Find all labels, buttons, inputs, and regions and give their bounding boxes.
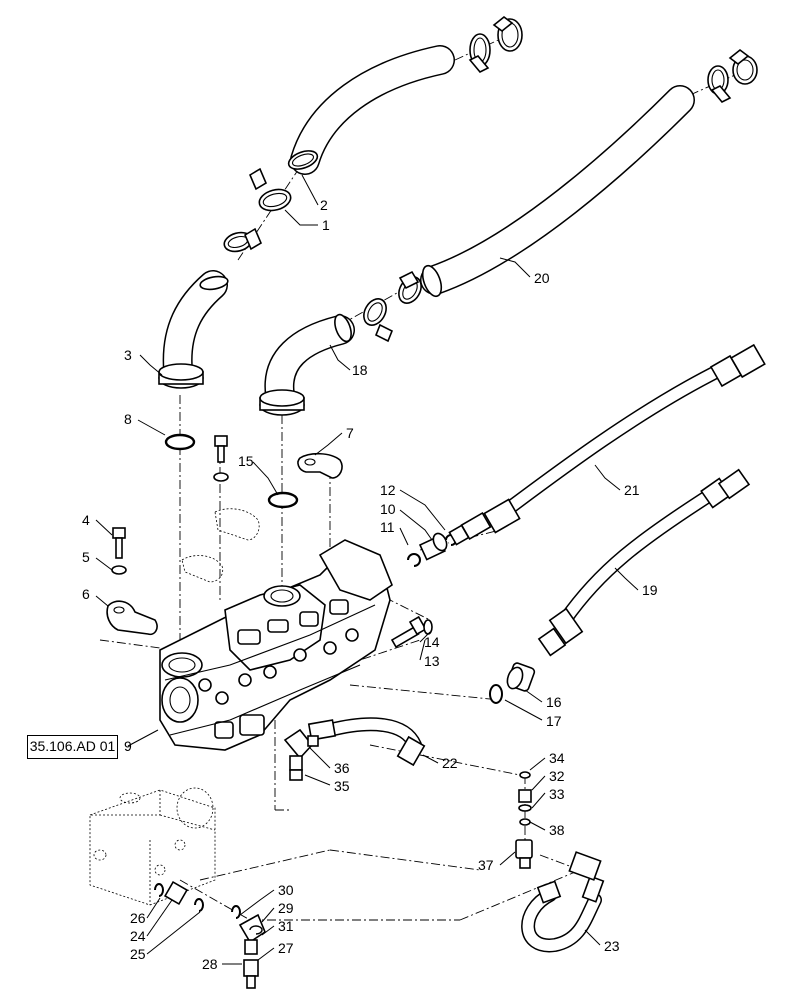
callout-24[interactable]: 24 (130, 928, 146, 944)
elbow-tube-part-18[interactable] (259, 312, 355, 416)
callout-21[interactable]: 21 (624, 482, 640, 498)
callout-16[interactable]: 16 (546, 694, 562, 710)
callout-22[interactable]: 22 (442, 755, 458, 771)
valve-block (89, 787, 216, 906)
callout-2[interactable]: 2 (320, 197, 328, 213)
callouts: 2 1 3 8 4 5 6 7 15 18 12 10 11 14 13 16 … (82, 197, 658, 972)
callout-3[interactable]: 3 (124, 347, 132, 363)
bolt-part-13[interactable] (390, 615, 433, 649)
fittings-27-31[interactable] (231, 905, 266, 989)
callout-7[interactable]: 7 (346, 425, 354, 441)
callout-28[interactable]: 28 (202, 956, 218, 972)
bolt-upper[interactable] (213, 435, 229, 482)
washer-part-5 (111, 565, 127, 575)
callout-32[interactable]: 32 (549, 768, 565, 784)
callout-26[interactable]: 26 (130, 910, 146, 926)
callout-6[interactable]: 6 (82, 586, 90, 602)
hose-clamps[interactable] (222, 15, 758, 343)
washer-part-14 (423, 619, 433, 635)
callout-12[interactable]: 12 (380, 482, 396, 498)
callout-1[interactable]: 1 (322, 217, 330, 233)
callout-30[interactable]: 30 (278, 882, 294, 898)
callout-11[interactable]: 11 (380, 519, 395, 535)
elbow-fitting-part-35[interactable] (283, 728, 319, 781)
callout-23[interactable]: 23 (604, 938, 620, 954)
callout-17[interactable]: 17 (546, 713, 562, 729)
fitting-part-16[interactable] (505, 662, 536, 692)
callout-18[interactable]: 18 (352, 362, 368, 378)
callout-4[interactable]: 4 (82, 512, 90, 528)
section-reference-link[interactable]: 35.106.AD 01 (27, 735, 118, 759)
callout-38[interactable]: 38 (549, 822, 565, 838)
hose-part-23[interactable] (521, 851, 605, 953)
callout-14[interactable]: 14 (424, 634, 440, 650)
center-lines (99, 29, 736, 921)
pump-assembly-part-9[interactable] (159, 539, 393, 751)
fittings-10-11-12[interactable] (407, 531, 457, 567)
callout-9[interactable]: 9 (124, 738, 132, 754)
callout-19[interactable]: 19 (642, 582, 658, 598)
leader-lines (95, 174, 639, 965)
callout-31[interactable]: 31 (278, 918, 294, 934)
callout-36[interactable]: 36 (334, 760, 350, 776)
callout-15[interactable]: 15 (238, 453, 254, 469)
callout-27[interactable]: 27 (278, 940, 294, 956)
callout-25[interactable]: 25 (130, 946, 146, 962)
elbow-tube-part-3[interactable] (158, 270, 229, 389)
callout-8[interactable]: 8 (124, 411, 132, 427)
callout-35[interactable]: 35 (334, 778, 350, 794)
fittings-24-25-26[interactable] (154, 880, 204, 912)
flange-clamp-part-6[interactable] (106, 600, 158, 636)
fittings-32-38[interactable] (515, 771, 533, 869)
callout-20[interactable]: 20 (534, 270, 550, 286)
flange-clamp-part-7[interactable] (297, 452, 343, 479)
hose-part-21[interactable] (448, 343, 766, 546)
hose-part-19[interactable] (537, 468, 751, 657)
o-ring-part-15[interactable] (267, 491, 299, 509)
callout-34[interactable]: 34 (549, 750, 565, 766)
hose-part-20[interactable] (419, 85, 695, 299)
bolt-part-4[interactable] (111, 527, 127, 575)
callout-13[interactable]: 13 (424, 653, 440, 669)
callout-10[interactable]: 10 (380, 501, 396, 517)
callout-5[interactable]: 5 (82, 549, 90, 565)
o-ring-part-8[interactable] (164, 433, 196, 451)
hose-part-22[interactable] (307, 717, 426, 767)
hose-part-2[interactable] (286, 45, 455, 175)
callout-33[interactable]: 33 (549, 786, 565, 802)
callout-37[interactable]: 37 (478, 857, 494, 873)
callout-29[interactable]: 29 (278, 900, 294, 916)
o-ring-part-17[interactable] (489, 684, 503, 704)
